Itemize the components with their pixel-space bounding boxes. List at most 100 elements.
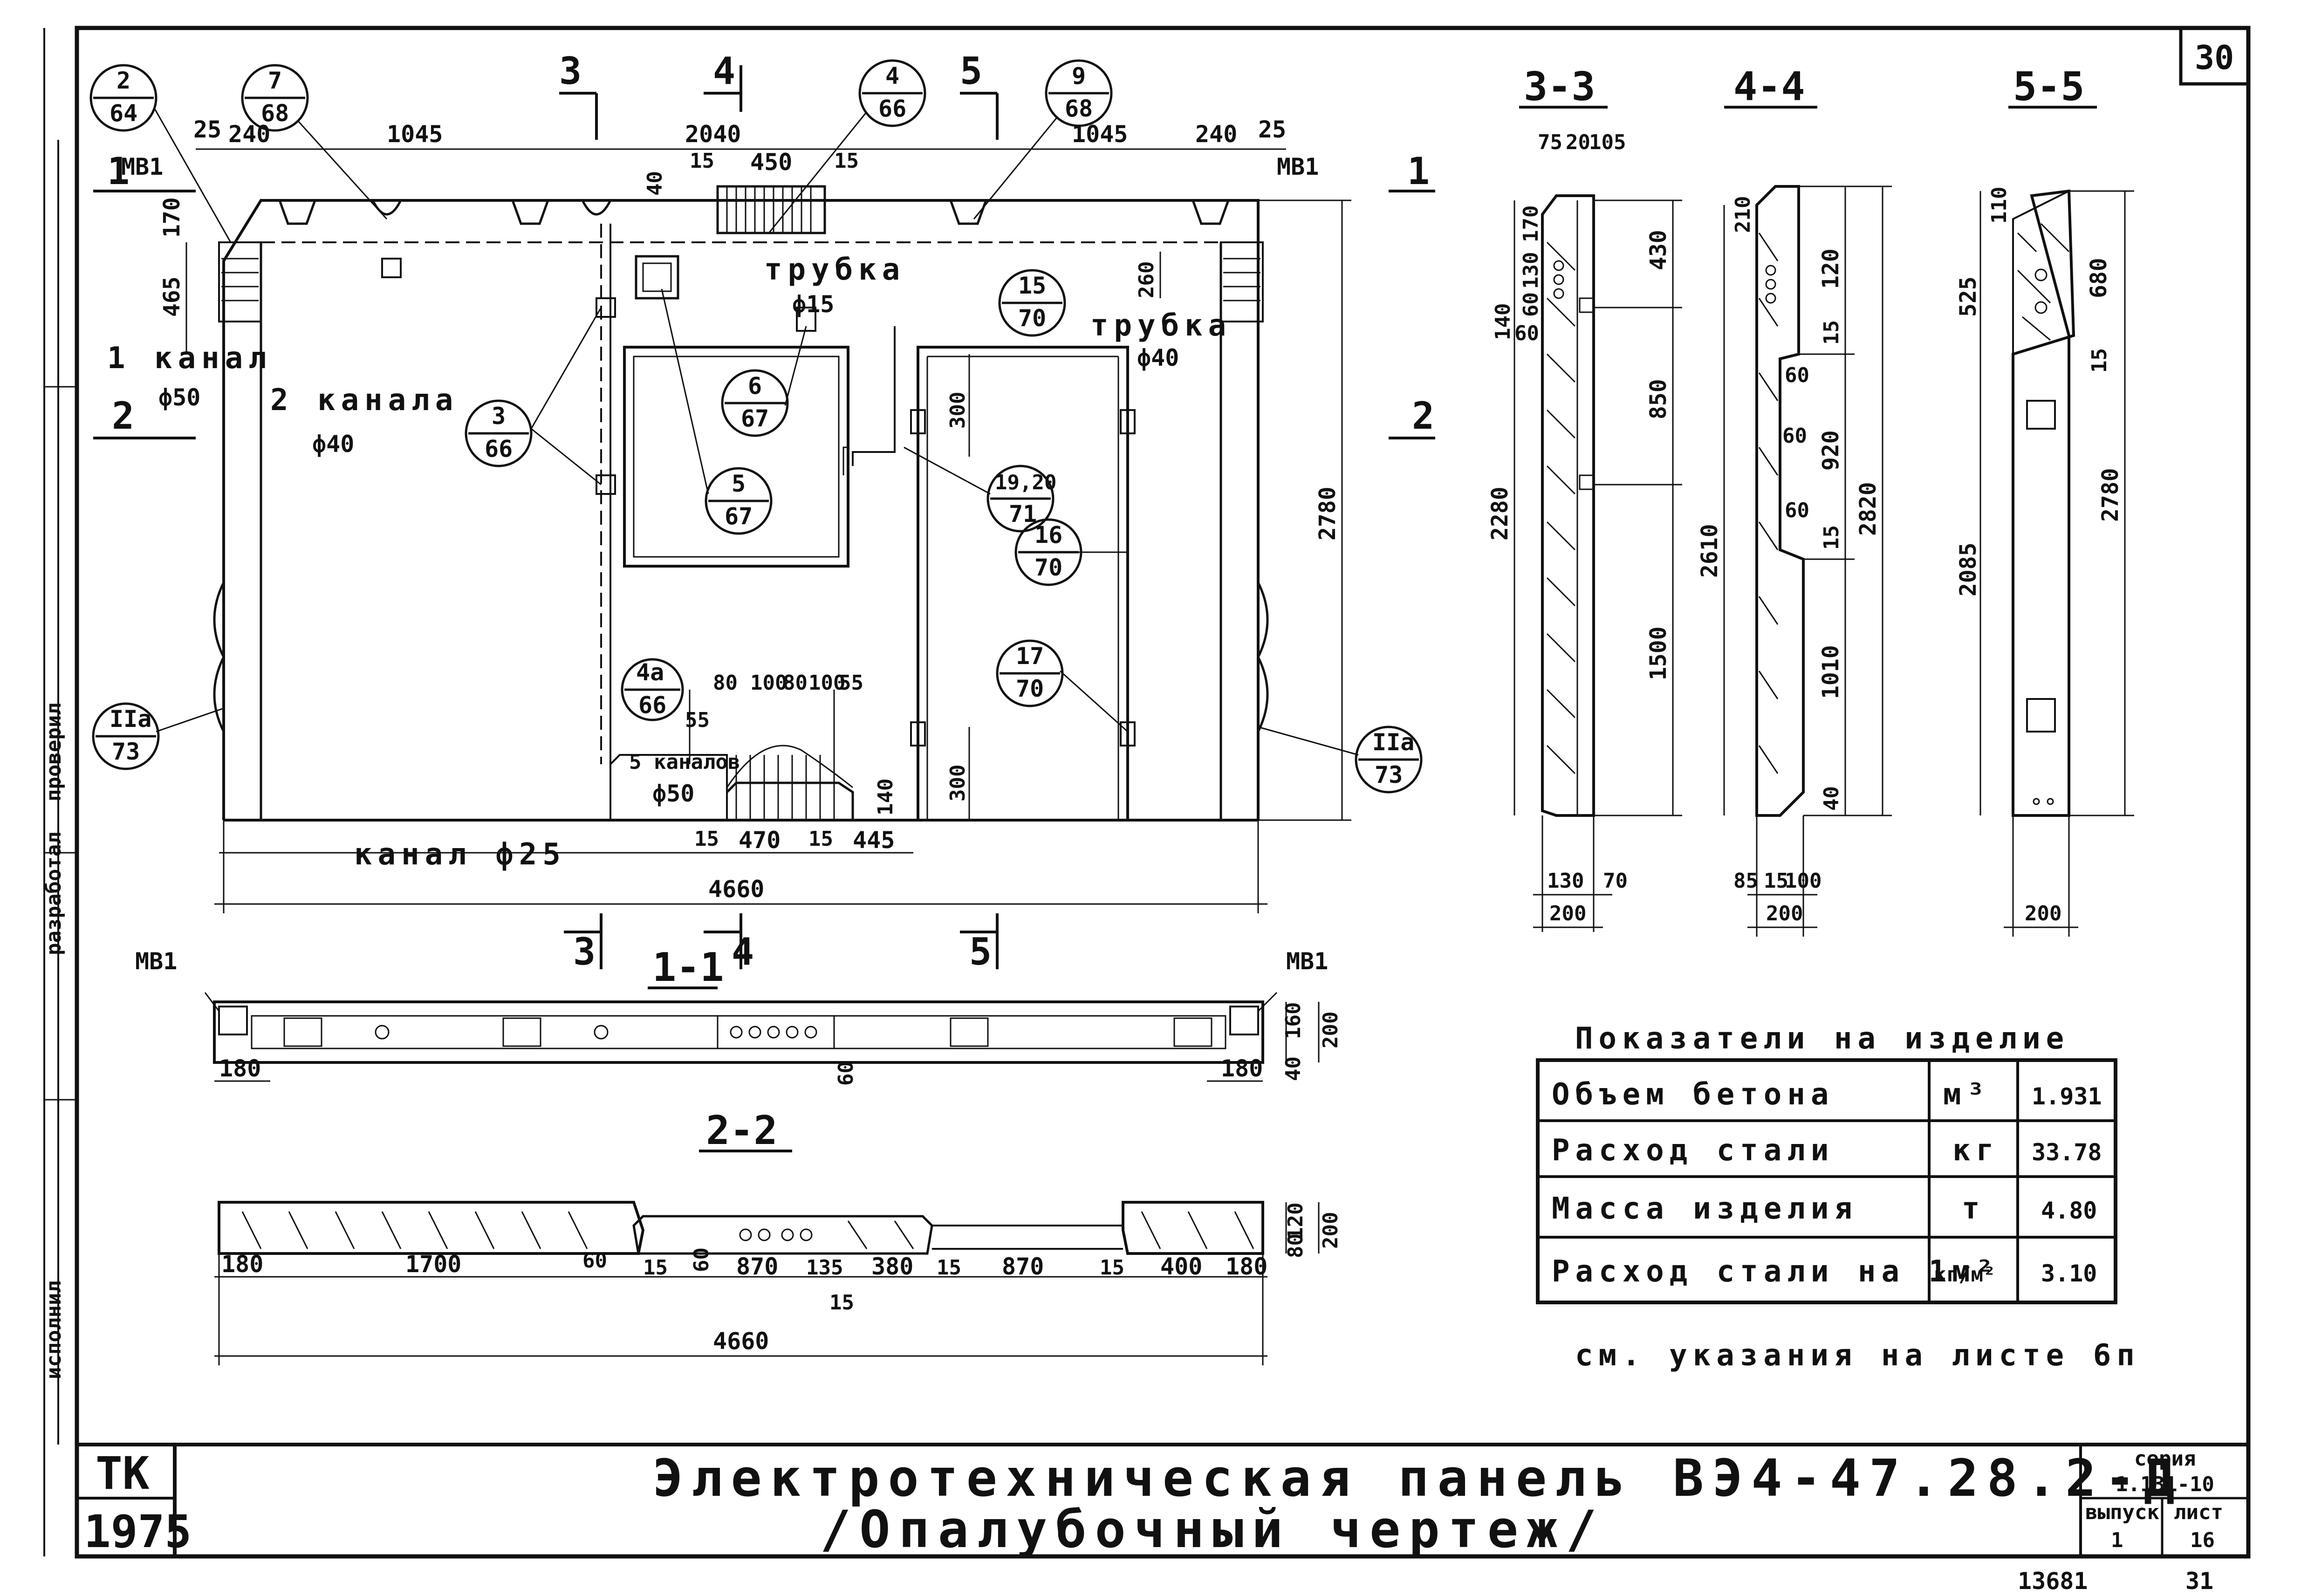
- dim-tube-260: 260: [1135, 261, 1158, 298]
- issue-label: выпуск: [2085, 1500, 2159, 1524]
- section-3-3-labels: 3-3 75 20 105 170 130 60 140 60 430 850 …: [1487, 64, 1671, 925]
- label-chan2-d: ф40: [312, 431, 354, 458]
- margin-text-3: исполнил: [42, 1281, 66, 1379]
- bottom-note-left: 13681: [2018, 1568, 2088, 1595]
- s44-inner-60b: 60: [1782, 424, 1807, 448]
- dim-small-15-a: 15: [690, 149, 714, 173]
- section-1-1: [204, 986, 1320, 1082]
- section-mark-1-left: 1: [107, 150, 130, 193]
- callout-9-top: 19,20: [995, 471, 1056, 494]
- s33-right-430: 430: [1645, 230, 1671, 270]
- s44-bottom-85: 85: [1733, 869, 1758, 893]
- section-1-1-labels: 1-1 МВ1 МВ1 180 180 160 200 40 60: [135, 945, 1342, 1086]
- callout-4-top: 9: [1072, 62, 1086, 89]
- section-mark-2-left: 2: [112, 394, 134, 438]
- s22-dim-870-a: 870: [736, 1253, 778, 1280]
- s33-left-60b: 60: [1514, 322, 1539, 345]
- callouts: [89, 59, 1423, 794]
- s33-bottom-130: 130: [1547, 869, 1584, 893]
- s44-inner-60a: 60: [1785, 363, 1809, 387]
- note-text: см. указания на листе 6п: [1575, 1338, 2140, 1373]
- section-2-2-labels: 2-2 180 1700 60 15 60 870 135 380 15 870…: [221, 1108, 1342, 1355]
- label-chan5-d: ф50: [652, 780, 694, 807]
- ind-row4-value: 3.10: [2041, 1260, 2097, 1287]
- callout-10-bottom: 70: [1034, 554, 1062, 581]
- margin-text-1: проверил: [42, 703, 66, 801]
- label-tube1: трубка: [764, 253, 905, 287]
- dim-door-300-b: 300: [946, 765, 970, 801]
- margin-text-2: разработал: [42, 832, 66, 955]
- s22-dim-135: 135: [806, 1256, 843, 1280]
- label-chan5: 5 каналов: [629, 750, 740, 774]
- dim-pocket-80-a: 80: [713, 671, 738, 695]
- callout-13-bottom: 73: [112, 738, 140, 765]
- sheet-value: 16: [2190, 1528, 2215, 1552]
- section-4-4: [1723, 106, 1892, 937]
- s33-bottom-200: 200: [1549, 902, 1586, 925]
- stamp-code: ТК: [96, 1447, 150, 1500]
- s22-dim-80: 80: [1284, 1233, 1308, 1258]
- label-chan25: канал ф25: [354, 837, 566, 872]
- s22-dim-15-a: 15: [643, 1256, 668, 1280]
- s44-right-920: 920: [1818, 430, 1844, 471]
- s22-dim-180-b: 180: [1226, 1253, 1267, 1280]
- title-line2: /Опалубочный чертеж/: [820, 1500, 1605, 1559]
- s33-top-75: 75: [1538, 130, 1562, 154]
- section-mark-4-bottom: 4: [732, 930, 754, 973]
- s33-left-170: 170: [1519, 205, 1543, 242]
- label-chan1-d: ф50: [158, 384, 200, 411]
- section-mark-3-top: 3: [559, 49, 582, 93]
- s22-dim-15-c: 15: [1100, 1256, 1124, 1280]
- section-mark-5-top: 5: [960, 49, 982, 93]
- s44-right-40: 40: [1820, 786, 1843, 811]
- sheet-frame: [43, 26, 2251, 1559]
- callout-8-bottom: 67: [725, 503, 753, 530]
- ind-row1-unit: м³: [1943, 1077, 1990, 1112]
- dim-bottom-15-b: 15: [808, 827, 833, 851]
- s22-dim-200: 200: [1319, 1212, 1342, 1249]
- label-tube1-d: ф15: [792, 291, 834, 318]
- s22-dim-180-a: 180: [221, 1251, 263, 1278]
- series-value: 1.131-10: [2116, 1473, 2214, 1496]
- ind-row4-unit: кг/м²: [1934, 1263, 1995, 1287]
- callout-9-bottom: 71: [1009, 500, 1037, 527]
- s55-bottom-200: 200: [2025, 902, 2061, 925]
- s33-bottom-70: 70: [1603, 869, 1628, 893]
- label-chan2: 2 канала: [270, 383, 459, 418]
- s44-bottom-15: 15: [1764, 869, 1788, 893]
- s22-dim-120: 120: [1284, 1203, 1308, 1240]
- s22-dim-15-bottom: 15: [829, 1291, 854, 1315]
- sheet-label: лист: [2174, 1500, 2223, 1524]
- ind-row3-value: 4.80: [2041, 1197, 2097, 1224]
- callout-4-bottom: 68: [1065, 95, 1093, 122]
- label-mv1-right: МВ1: [1277, 153, 1319, 180]
- dim-small-40: 40: [643, 171, 667, 196]
- callout-texts: 2 64 7 68 4 66 9 68 15 70 6 67 3 66 5 67…: [110, 62, 1414, 788]
- callout-6-top: 6: [748, 372, 762, 399]
- s44-right-15a: 15: [1820, 320, 1843, 345]
- dim-overall-height: 2780: [1315, 486, 1341, 541]
- indicators-texts: Показатели на изделие Объем бетона м³ 1.…: [1552, 1021, 2140, 1373]
- dim-left-170: 170: [159, 197, 185, 238]
- ind-row2-value: 33.78: [2032, 1139, 2102, 1166]
- dim-top-2040: 2040: [685, 121, 741, 148]
- dim-small-450: 450: [750, 149, 792, 176]
- dim-top-240-right: 240: [1195, 121, 1237, 148]
- indicators-heading: Показатели на изделие: [1575, 1021, 2069, 1056]
- s11-dim-40: 40: [1281, 1056, 1305, 1081]
- label-chan1: 1 канал: [107, 341, 272, 376]
- section-5-5: [1979, 106, 2134, 937]
- s22-dim-1700: 1700: [405, 1251, 461, 1278]
- section-mark-2-right: 2: [1412, 394, 1434, 438]
- s33-top-105: 105: [1589, 130, 1626, 154]
- section-3-3: [1513, 106, 1682, 932]
- s55-right-2780: 2780: [2097, 468, 2123, 522]
- label-tube2: трубка: [1090, 308, 1232, 343]
- callout-12-bottom: 70: [1016, 675, 1044, 702]
- s11-mv1-left: МВ1: [135, 948, 177, 975]
- ind-row2-unit: кг: [1952, 1133, 2000, 1168]
- ind-row3-unit: т: [1962, 1192, 1986, 1226]
- label-tube2-d: ф40: [1137, 344, 1179, 371]
- dim-overall-width: 4660: [708, 876, 764, 903]
